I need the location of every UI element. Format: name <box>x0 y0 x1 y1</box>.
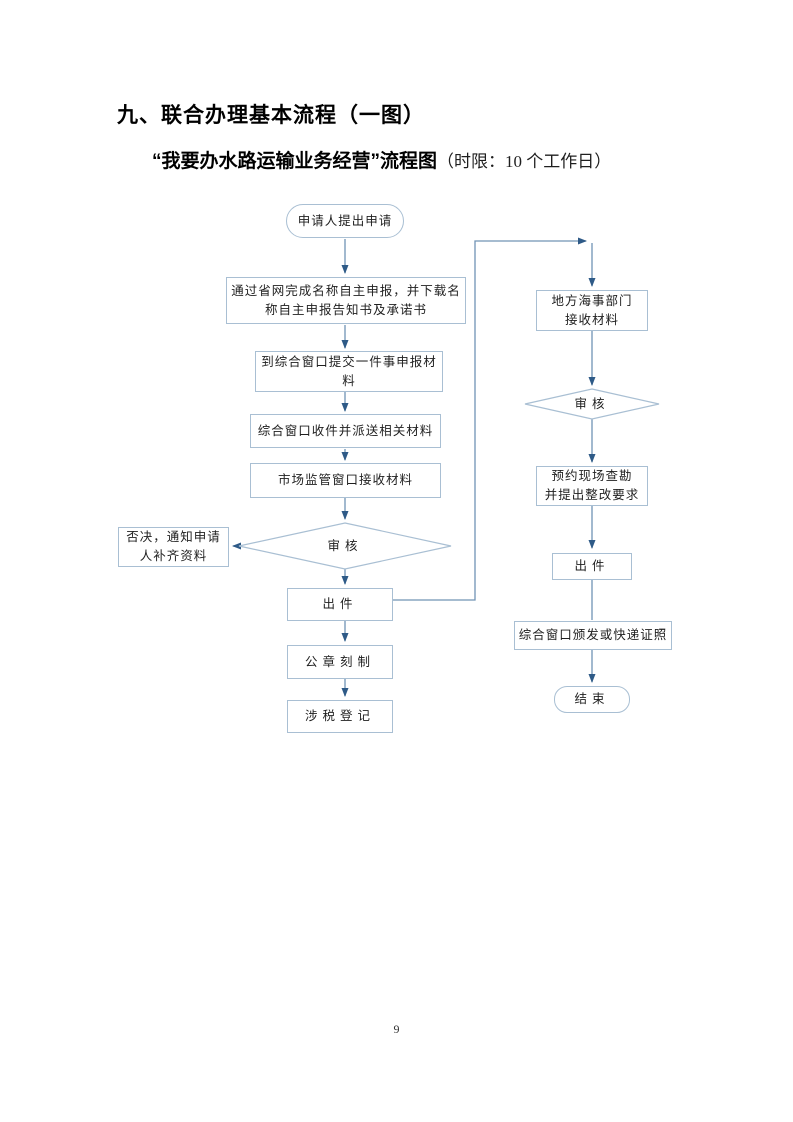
flowchart-title-main: “我要办水路运输业务经营”流程图 <box>152 151 438 172</box>
flow-decision-review-right: 审核 <box>574 396 610 411</box>
flow-node-license-delivery: 综合窗口颁发或快递证照 <box>514 621 672 650</box>
flow-node-issue-left: 出件 <box>287 588 393 621</box>
flow-node-self-declare: 通过省网完成名称自主申报，并下载名 称自主申报告知书及承诺书 <box>226 277 466 324</box>
flowchart-title: “我要办水路运输业务经营”流程图（时限：10 个工作日） <box>152 146 611 173</box>
decision-diamond-left <box>238 522 452 570</box>
flow-node-market-window: 市场监管窗口接收材料 <box>250 463 441 498</box>
page-number: 9 <box>393 1022 400 1036</box>
flowchart-title-note: （时限：10 个工作日） <box>437 152 612 171</box>
flow-node-submit-materials: 到综合窗口提交一件事申报材 料 <box>255 351 443 392</box>
connector-issue-to-maritime <box>393 237 587 601</box>
flow-node-tax-registration: 涉税登记 <box>287 700 393 733</box>
flow-node-end: 结束 <box>554 686 630 713</box>
flow-node-seal-making: 公章刻制 <box>287 645 393 679</box>
flow-node-receive-dispatch: 综合窗口收件并派送相关材料 <box>250 414 441 448</box>
flow-decision-review-left: 审核 <box>327 538 363 553</box>
flow-node-start: 申请人提出申请 <box>286 204 404 238</box>
section-heading: 九、联合办理基本流程（一图） <box>117 104 425 127</box>
flow-node-issue-right: 出件 <box>552 553 632 580</box>
flow-node-reject-notice: 否决，通知申请 人补齐资料 <box>118 527 229 567</box>
decision-diamond-right <box>524 388 660 420</box>
flow-node-maritime-receive: 地方海事部门 接收材料 <box>536 290 648 331</box>
flow-node-site-survey: 预约现场查勘 并提出整改要求 <box>536 466 648 506</box>
